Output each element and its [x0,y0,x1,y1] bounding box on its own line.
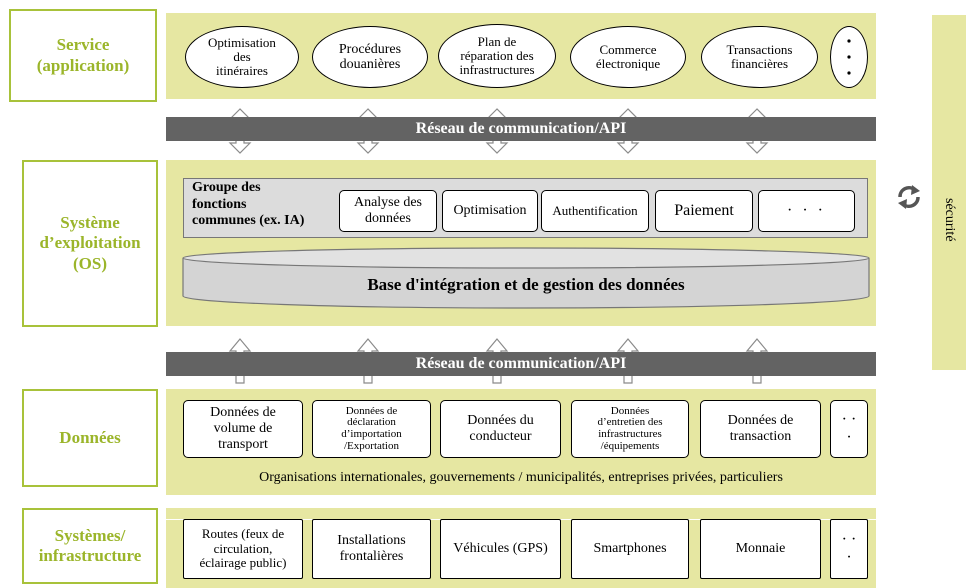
function-optimization: Optimisation [442,190,538,232]
function-data-analysis: Analyse des données [339,190,437,232]
infra-border-facilities: Installations frontalières [312,519,431,579]
infra-vehicles-gps: Véhicules (GPS) [440,519,561,579]
data-sources-text: Organisations internationales, gouvernem… [259,470,783,485]
refresh-icon [898,185,920,209]
infra-more: · · · [830,519,868,579]
layer-label-infra: Systèmes/ infrastructure [22,508,158,584]
security-column [932,15,966,370]
function-authentication: Authentification [541,190,649,232]
service-infrastructure-repair-plan: Plan de réparation des infrastructures [438,24,556,88]
function-more: · · · [758,190,855,232]
data-infrastructure-maintenance: Données d’entretien des infrastructures … [571,400,689,458]
function-payment: Paiement [655,190,753,232]
data-transport-volume: Données de volume de transport [183,400,303,458]
service-route-optimization: Optimisation des itinéraires [185,26,299,88]
data-driver: Données du conducteur [440,400,561,458]
network-bar-top: Réseau de communication/API [166,117,876,141]
layer-label-data: Données [22,389,158,487]
data-import-export-declaration: Données de déclaration d’importation /Ex… [312,400,431,458]
network-bar-bottom: Réseau de communication/API [166,352,876,376]
layer-label-os: Système d’exploitation (OS) [22,160,158,327]
data-more: · · · [830,400,868,458]
security-label: sécurité [942,198,957,242]
infra-roads: Routes (feux de circulation, éclairage p… [183,519,303,579]
service-financial-transactions: Transactions financières [701,26,818,88]
infra-currency: Monnaie [700,519,821,579]
data-transaction: Données de transaction [700,400,821,458]
service-more [830,26,868,88]
common-functions-title: Groupe des fonctions communes (ex. IA) [192,180,305,229]
service-ecommerce: Commerce électronique [570,26,686,88]
service-customs-procedures: Procédures douanières [312,26,428,88]
more-dots-icon [847,39,851,75]
database-label: Base d'intégration et de gestion des don… [367,275,685,294]
layer-label-service: Service (application) [9,9,157,102]
infra-smartphones: Smartphones [571,519,689,579]
